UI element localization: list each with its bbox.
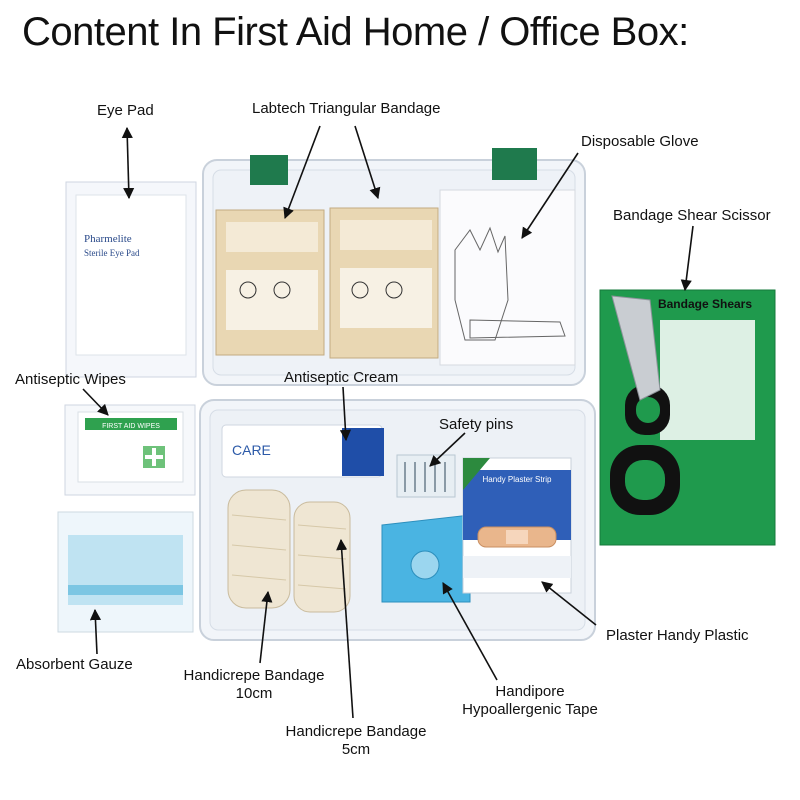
antiseptic-wipes: [64, 404, 196, 496]
handicrepe-bandage-5cm: [293, 501, 351, 613]
callout-arrows: [82, 125, 694, 719]
disposable-glove-pack: [439, 189, 576, 366]
label-eye-pad: Eye Pad: [97, 102, 154, 119]
plaster-box: [462, 457, 572, 594]
eye-pad-name: Sterile Eye Pad: [84, 248, 140, 258]
label-bandage-shear-scissor: Bandage Shear Scissor: [613, 207, 771, 224]
label-handicrepe-10cm-line2: 10cm: [235, 685, 273, 702]
label-handipore: Handipore Hypoallergenic Tape: [450, 683, 610, 719]
handipore-tape: [381, 514, 471, 603]
latch-right: [492, 148, 537, 180]
triangular-bandage-1: [215, 209, 325, 356]
label-handicrepe-5cm-line2: 5cm: [341, 741, 371, 758]
safety-pins: [396, 454, 456, 498]
label-handipore-line2: Hypoallergenic Tape: [462, 701, 598, 718]
label-antiseptic-cream: Antiseptic Cream: [284, 369, 399, 386]
plaster-title: Handy Plaster Strip: [483, 475, 552, 484]
shears-card-title: Bandage Shears: [658, 297, 752, 311]
label-safety-pins: Safety pins: [439, 416, 514, 433]
label-plaster-handy: Plaster Handy Plastic: [606, 627, 749, 644]
label-handicrepe-5cm: Handicrepe Bandage 5cm: [280, 723, 432, 759]
wipes-label: FIRST AID WIPES: [102, 423, 160, 430]
label-absorbent-gauze: Absorbent Gauze: [16, 656, 133, 673]
triangular-bandage-2: [329, 207, 439, 359]
label-handicrepe-5cm-line1: Handicrepe Bandage: [285, 723, 427, 740]
eye-pad: Pharmelite Sterile Eye Pad: [65, 181, 197, 378]
label-handicrepe-10cm-line1: Handicrepe Bandage: [183, 667, 325, 684]
eye-pad-brand: Pharmelite: [84, 233, 132, 245]
label-antiseptic-wipes: Antiseptic Wipes: [15, 371, 126, 388]
label-triangular-bandage: Labtech Triangular Bandage: [252, 100, 441, 117]
cream-brand: CARE: [232, 442, 271, 458]
label-disposable-glove: Disposable Glove: [581, 133, 699, 150]
handicrepe-bandage-10cm: [227, 489, 291, 609]
label-handipore-line1: Handipore: [495, 683, 565, 700]
label-handicrepe-10cm: Handicrepe Bandage 10cm: [178, 667, 330, 703]
bandage-shears-card: [599, 289, 776, 546]
latch-left: [250, 155, 288, 185]
absorbent-gauze: [57, 511, 194, 633]
page-title: Content In First Aid Home / Office Box:: [22, 10, 689, 54]
